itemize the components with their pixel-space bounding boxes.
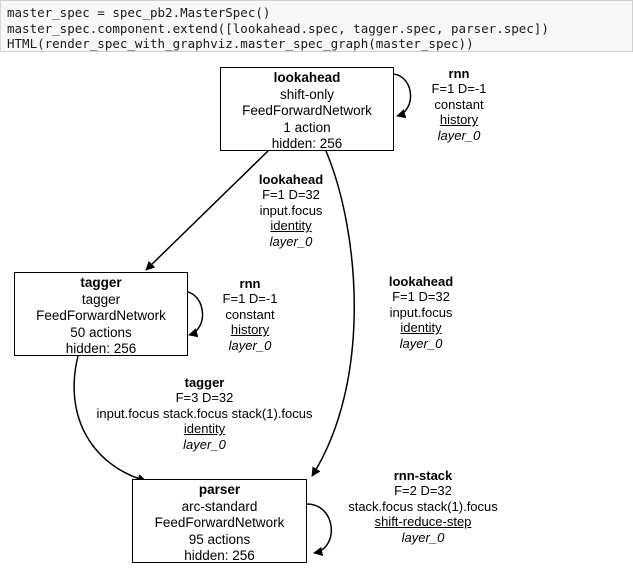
edge-label-tagger-self-rnn: rnn F=1 D=-1 constant history layer_0 [202, 276, 298, 353]
edge-label-tagger-to-parser: tagger F=3 D=32 input.focus stack.focus … [78, 375, 331, 452]
node-lookahead[interactable]: lookahead shift-only FeedForwardNetwork … [220, 67, 394, 151]
node-tagger-transition-system: tagger [81, 291, 121, 307]
master-spec-graph: lookahead shift-only FeedForwardNetwork … [0, 52, 633, 578]
notebook-code-cell[interactable]: master_spec = spec_pb2.MasterSpec() mast… [0, 0, 633, 52]
edge-label-lookahead-to-parser: lookahead F=1 D=32 input.focus identity … [366, 274, 476, 351]
edge-lookahead-to-tagger [145, 150, 269, 271]
node-parser-transition-system: arc-standard [181, 498, 258, 514]
node-lookahead-network: FeedForwardNetwork [242, 103, 372, 119]
edge-label-translator: shift-reduce-step [374, 514, 472, 530]
edge-label-layer: layer_0 [437, 127, 481, 143]
edge-tagger-to-parser [73, 355, 147, 484]
edge-label-name: rnn-stack [393, 468, 453, 483]
edge-label-source: constant [225, 306, 275, 322]
node-lookahead-actions: 1 action [283, 119, 331, 135]
edge-label-fd: F=1 D=-1 [222, 291, 278, 307]
edge-lookahead-self-rnn [388, 73, 412, 119]
edge-label-translator: identity [183, 421, 226, 437]
edge-label-source: input.focus stack.focus stack(1).focus [96, 405, 313, 421]
node-parser-title: parser [198, 482, 241, 497]
edge-label-name: rnn [448, 66, 470, 81]
edge-label-source: input.focus [259, 202, 323, 218]
node-tagger-actions: 50 actions [70, 324, 132, 340]
edge-label-source: stack.focus stack(1).focus [348, 498, 498, 514]
edge-label-source: constant [434, 96, 484, 112]
edge-label-lookahead-to-tagger: lookahead F=1 D=32 input.focus identity … [236, 172, 346, 249]
edge-label-name: lookahead [258, 172, 324, 187]
node-tagger-network: FeedForwardNetwork [36, 308, 166, 324]
edge-label-fd: F=3 D=32 [175, 390, 234, 406]
node-parser[interactable]: parser arc-standard FeedForwardNetwork 9… [132, 479, 307, 563]
edge-label-translator: identity [400, 320, 442, 336]
node-tagger-hidden: hidden: 256 [65, 341, 137, 357]
node-lookahead-title: lookahead [273, 70, 341, 85]
edge-label-name: lookahead [388, 274, 454, 289]
edge-label-layer: layer_0 [399, 335, 443, 351]
edge-label-translator: identity [270, 218, 312, 234]
node-parser-network: FeedForwardNetwork [154, 515, 285, 531]
node-lookahead-hidden: hidden: 256 [271, 136, 343, 152]
edge-label-fd: F=1 D=32 [392, 289, 450, 305]
node-parser-hidden: hidden: 256 [184, 548, 255, 564]
edge-label-parser-self-rnn-stack: rnn-stack F=2 D=32 stack.focus stack(1).… [324, 468, 522, 545]
edge-label-translator: history [439, 112, 479, 128]
edge-label-layer: layer_0 [269, 233, 313, 249]
edge-label-translator: history [230, 322, 270, 338]
node-tagger[interactable]: tagger tagger FeedForwardNetwork 50 acti… [14, 272, 188, 356]
edge-label-layer: layer_0 [228, 337, 272, 353]
node-tagger-title: tagger [80, 275, 122, 290]
edge-label-lookahead-self-rnn: rnn F=1 D=-1 constant history layer_0 [411, 66, 507, 143]
edge-parser-self-rnn-stack [306, 503, 332, 556]
node-parser-actions: 95 actions [188, 531, 251, 547]
edge-label-layer: layer_0 [401, 529, 445, 545]
edge-label-name: tagger [184, 375, 225, 390]
edge-label-source: input.focus [389, 304, 453, 320]
edge-label-layer: layer_0 [183, 436, 226, 452]
edge-label-name: rnn [239, 276, 261, 291]
edge-label-fd: F=1 D=32 [262, 187, 320, 203]
node-lookahead-transition-system: shift-only [279, 86, 335, 102]
code-cell-text: master_spec = spec_pb2.MasterSpec() mast… [7, 5, 549, 52]
edge-label-fd: F=2 D=32 [394, 483, 452, 499]
edge-label-fd: F=1 D=-1 [431, 81, 487, 97]
edge-lookahead-to-parser [311, 150, 355, 477]
